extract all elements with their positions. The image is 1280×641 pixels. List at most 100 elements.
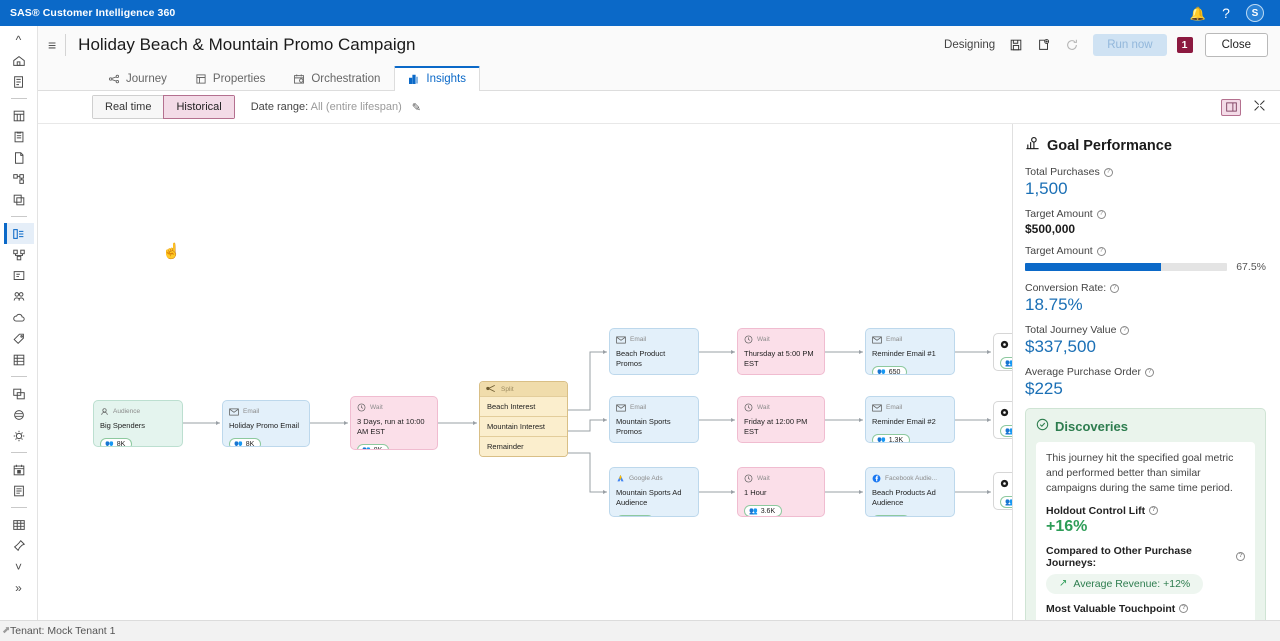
tab-journey[interactable]: Journey [94, 67, 181, 91]
node-count-pill: 👥650 [872, 366, 907, 375]
refresh-icon[interactable] [1065, 38, 1079, 52]
pin-icon[interactable] [4, 535, 34, 556]
node-google-ads-audience[interactable]: Google Ads Mountain Sports Ad Audience 👥… [609, 467, 699, 517]
collapse-arrows-icon[interactable] [1253, 99, 1266, 115]
node-count: 3.6K [761, 508, 775, 515]
split-header: Split [480, 382, 567, 396]
help-question-icon[interactable]: ? [1222, 6, 1230, 20]
sidebar-item-journeys[interactable] [4, 223, 34, 244]
people-icon: 👥 [234, 440, 243, 447]
info-icon[interactable]: ? [1097, 247, 1106, 256]
topbar-actions: 🔔 ? S [1190, 4, 1270, 22]
close-button[interactable]: Close [1205, 33, 1268, 57]
split-branch-remainder[interactable]: Remainder [480, 436, 567, 456]
tab-properties[interactable]: Properties [181, 67, 279, 91]
node-type-label: Wait [757, 404, 770, 411]
info-icon[interactable]: ? [1236, 552, 1245, 561]
trend-up-icon: ↗ [1059, 578, 1067, 589]
notification-bell-icon[interactable]: 🔔 [1190, 7, 1206, 20]
node-beach-product-promos[interactable]: Email Beach Product Promos 👥800 [609, 328, 699, 375]
discoveries-title-row: Discoveries [1036, 418, 1255, 434]
export-icon[interactable] [1037, 38, 1051, 52]
collapse-up-icon[interactable]: ^ [4, 29, 34, 50]
status-badge[interactable]: 1 [1177, 37, 1193, 53]
metric-label: Total Journey Value ? [1025, 324, 1266, 336]
chevron-down-icon[interactable]: ˅ [4, 556, 34, 577]
node-reminder-email-1[interactable]: Email Reminder Email #1 👥650 [865, 328, 955, 375]
rail-divider-1 [4, 92, 34, 105]
node-wait-3-days[interactable]: Wait 3 Days, run at 10:00 AM EST 👥 8K [350, 396, 438, 450]
tab-insights[interactable]: Insights [394, 66, 480, 91]
link-settings-icon[interactable] [4, 404, 34, 425]
split-branch-mountain[interactable]: Mountain Interest [480, 416, 567, 436]
info-icon[interactable]: ? [1110, 284, 1119, 293]
node-header: Facebook Audie... [872, 473, 948, 484]
left-icon-rail: ^ [0, 26, 38, 641]
audience-people-icon[interactable] [4, 286, 34, 307]
status-bar: ⬈ Tenant: Mock Tenant 1 [0, 620, 1280, 641]
node-end-2[interactable]: End 👥1.3K [993, 401, 1012, 439]
dashboard-grid-icon[interactable] [4, 105, 34, 126]
tab-insights-label: Insights [426, 73, 466, 85]
historical-button[interactable]: Historical [163, 95, 234, 119]
pencil-edit-icon[interactable]: ✎ [412, 101, 421, 114]
rail-divider-3 [4, 370, 34, 383]
node-end-3[interactable]: End 👥3.6K [993, 472, 1012, 510]
average-revenue-chip: ↗ Average Revenue: +12% [1046, 574, 1203, 594]
node-header: Email [616, 334, 692, 345]
node-facebook-ads-audience[interactable]: Facebook Audie... Beach Products Ad Audi… [865, 467, 955, 517]
wait-icon [744, 333, 753, 347]
image-asset-icon[interactable] [4, 383, 34, 404]
info-icon[interactable]: ? [1097, 210, 1106, 219]
save-icon[interactable] [1009, 38, 1023, 52]
node-holiday-promo-email[interactable]: Email Holiday Promo Email 👥 8K [222, 400, 310, 447]
node-end-1[interactable]: End 👥650 [993, 333, 1012, 371]
split-branch-beach[interactable]: Beach Interest [480, 396, 567, 416]
wait-icon [744, 472, 753, 486]
node-wait-thursday[interactable]: Wait Thursday at 5:00 PM EST 👥800 [737, 328, 825, 375]
data-grid-icon[interactable] [4, 349, 34, 370]
copy-layers-icon[interactable] [4, 189, 34, 210]
message-template-icon[interactable] [4, 265, 34, 286]
info-icon[interactable]: ? [1149, 506, 1158, 515]
info-icon[interactable]: ? [1145, 368, 1154, 377]
tag-icon[interactable] [4, 328, 34, 349]
panel-toggle-icon[interactable] [1221, 99, 1241, 116]
run-now-button[interactable]: Run now [1093, 34, 1166, 56]
info-icon[interactable]: ? [1179, 604, 1188, 613]
node-wait-friday[interactable]: Wait Friday at 12:00 PM EST 👥1.6K [737, 396, 825, 443]
ai-sparkle-icon[interactable] [4, 425, 34, 446]
email-icon [229, 405, 239, 419]
node-header: Email [616, 402, 692, 413]
end-icon [1000, 338, 1009, 352]
real-time-button[interactable]: Real time [92, 95, 164, 119]
home-icon[interactable] [4, 50, 34, 71]
table-icon[interactable] [4, 514, 34, 535]
node-wait-1-hour[interactable]: Wait 1 Hour 👥3.6K [737, 467, 825, 517]
journey-map-icon[interactable] [4, 244, 34, 265]
discoveries-card: Discoveries This journey hit the specifi… [1025, 408, 1266, 641]
node-mountain-sports-promos[interactable]: Email Mountain Sports Promos 👥1.6K [609, 396, 699, 443]
node-type-label: Email [886, 404, 902, 411]
node-label: Beach Product Promos [616, 349, 692, 369]
document-icon[interactable] [4, 147, 34, 168]
list-report-icon[interactable] [4, 480, 34, 501]
node-type-label: Wait [757, 336, 770, 343]
calendar-icon[interactable] [4, 459, 34, 480]
avatar[interactable]: S [1246, 4, 1264, 22]
node-split[interactable]: Split Beach Interest Mountain Interest R… [479, 381, 568, 457]
list-menu-icon[interactable]: ≡ [48, 37, 56, 53]
info-icon[interactable]: ? [1120, 326, 1129, 335]
info-icon[interactable]: ? [1104, 168, 1113, 177]
cloud-icon[interactable] [4, 307, 34, 328]
node-reminder-email-2[interactable]: Email Reminder Email #2 👥1.3K [865, 396, 955, 443]
email-icon [872, 401, 882, 415]
expand-right-icon[interactable]: » [4, 577, 34, 598]
audience-icon [100, 405, 109, 419]
segments-icon[interactable] [4, 168, 34, 189]
tasks-icon[interactable] [4, 71, 34, 92]
clipboard-icon[interactable] [4, 126, 34, 147]
tab-orchestration[interactable]: Orchestration [279, 67, 394, 91]
journey-canvas[interactable]: Audience Big Spenders 👥 8K Email [38, 124, 1012, 641]
node-audience[interactable]: Audience Big Spenders 👥 8K [93, 400, 183, 447]
